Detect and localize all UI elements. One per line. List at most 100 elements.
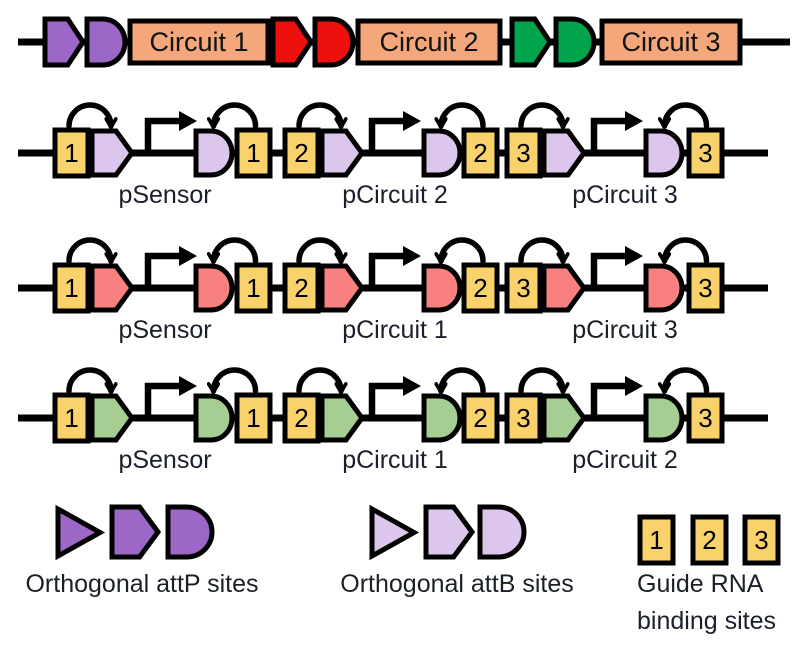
grna-binding-site-number: 3	[698, 273, 712, 303]
legend-attp-triangle	[55, 504, 106, 561]
attb-site-pentagon	[89, 393, 136, 443]
grna-binding-site-box	[234, 392, 273, 444]
promoter-stem	[144, 117, 181, 153]
promoter-icon	[368, 376, 421, 418]
recombination-arrow-icon	[518, 367, 563, 391]
attb-site-pentagon	[89, 263, 136, 313]
promoter-label: pSensor	[118, 446, 211, 474]
promoter-stem	[590, 252, 627, 288]
legend-attb-triangle	[369, 504, 420, 561]
grna-binding-site-number: 3	[516, 273, 530, 303]
promoter-label: pCircuit 1	[342, 446, 448, 474]
grna-binding-site-box	[52, 392, 91, 444]
grna-binding-site-box	[461, 262, 500, 314]
grna-binding-site-number: 3	[698, 138, 712, 168]
attb-site-pentagon	[541, 393, 588, 443]
grna-binding-site-number: 1	[64, 138, 78, 168]
recombination-arrow-icon	[518, 237, 563, 261]
recombination-arrow-icon	[441, 367, 486, 391]
grna-binding-site-number: 3	[516, 138, 530, 168]
circuit-gene-box	[127, 18, 271, 66]
attb-site-pentagon	[89, 128, 136, 178]
recombination-arrow-icon	[518, 102, 563, 126]
recombination-arrow-icon	[665, 237, 710, 261]
promoter-label: pCircuit 3	[572, 316, 678, 344]
attb-site-halfcircle	[421, 263, 463, 313]
recombination-arrow-icon	[441, 102, 486, 126]
legend-grna-label-line2: binding sites	[637, 607, 776, 635]
attb-site-halfcircle	[643, 263, 685, 313]
grna-binding-site-box	[282, 392, 321, 444]
promoter-arrowhead-icon	[625, 376, 643, 396]
promoter-arrowhead-icon	[625, 111, 643, 131]
attp-site-halfcircle	[84, 16, 128, 68]
promoter-icon	[368, 111, 421, 153]
recombination-arrow-icon	[214, 102, 259, 126]
recombination-arrow-icon	[66, 102, 111, 126]
grna-binding-site-number: 3	[698, 403, 712, 433]
grna-binding-site-box	[686, 392, 725, 444]
attb-site-pentagon	[319, 263, 366, 313]
legend-attp-pentagon	[109, 504, 162, 560]
grna-binding-site-box	[461, 127, 500, 179]
attb-site-halfcircle	[643, 393, 685, 443]
attp-site-pentagon	[509, 16, 553, 68]
grna-binding-site-number: 3	[754, 525, 768, 555]
promoter-stem	[144, 252, 181, 288]
promoter-arrowhead-icon	[179, 111, 197, 131]
promoter-stem	[144, 382, 181, 418]
promoter-stem	[368, 117, 405, 153]
circuit-gene-label: Circuit 1	[149, 27, 248, 57]
promoter-arrowhead-icon	[403, 376, 421, 396]
attb-site-halfcircle	[193, 128, 235, 178]
attb-site-halfcircle	[421, 128, 463, 178]
circuit-gene-label: Circuit 3	[621, 27, 720, 57]
attb-site-pentagon	[541, 263, 588, 313]
legend-attp-label: Orthogonal attP sites	[25, 570, 258, 598]
recombination-arrow-icon	[66, 367, 111, 391]
promoter-icon	[590, 246, 643, 288]
promoter-label: pSensor	[118, 181, 211, 209]
recombination-arrow-icon	[296, 367, 341, 391]
attb-site-pentagon	[541, 128, 588, 178]
grna-binding-site-number: 2	[294, 273, 308, 303]
recombination-arrow-icon	[665, 367, 710, 391]
grna-binding-site-box	[504, 127, 543, 179]
recombination-arrow-icon	[214, 367, 259, 391]
promoter-icon	[590, 376, 643, 418]
legend-grna-box	[742, 514, 781, 566]
grna-binding-site-box	[461, 392, 500, 444]
grna-binding-site-number: 1	[246, 138, 260, 168]
legend-grna-box	[637, 514, 676, 566]
recombination-arrow-icon	[296, 102, 341, 126]
promoter-stem	[590, 382, 627, 418]
grna-binding-site-box	[504, 262, 543, 314]
legend-grna-label-line1: Guide RNA	[637, 570, 764, 598]
legend-attb-halfcircle	[477, 504, 527, 560]
attb-site-halfcircle	[421, 393, 463, 443]
promoter-label: pCircuit 1	[342, 316, 448, 344]
promoter-label: pCircuit 2	[342, 181, 448, 209]
attp-site-pentagon	[42, 16, 86, 68]
grna-binding-site-box	[282, 127, 321, 179]
grna-binding-site-number: 2	[473, 403, 487, 433]
promoter-arrowhead-icon	[403, 246, 421, 266]
attb-site-halfcircle	[193, 393, 235, 443]
grna-binding-site-box	[234, 262, 273, 314]
promoter-label: pCircuit 3	[572, 181, 678, 209]
circuit-gene-box	[599, 18, 743, 66]
grna-binding-site-number: 1	[64, 273, 78, 303]
legend-attb-label: Orthogonal attB sites	[340, 570, 573, 598]
grna-binding-site-box	[52, 262, 91, 314]
circuit-gene-box	[355, 18, 503, 66]
grna-binding-site-box	[52, 127, 91, 179]
promoter-icon	[144, 376, 197, 418]
attp-site-halfcircle	[312, 16, 356, 68]
grna-binding-site-number: 2	[702, 525, 716, 555]
grna-binding-site-number: 1	[649, 525, 663, 555]
promoter-stem	[368, 382, 405, 418]
recombination-arrow-icon	[665, 102, 710, 126]
attb-site-halfcircle	[643, 128, 685, 178]
